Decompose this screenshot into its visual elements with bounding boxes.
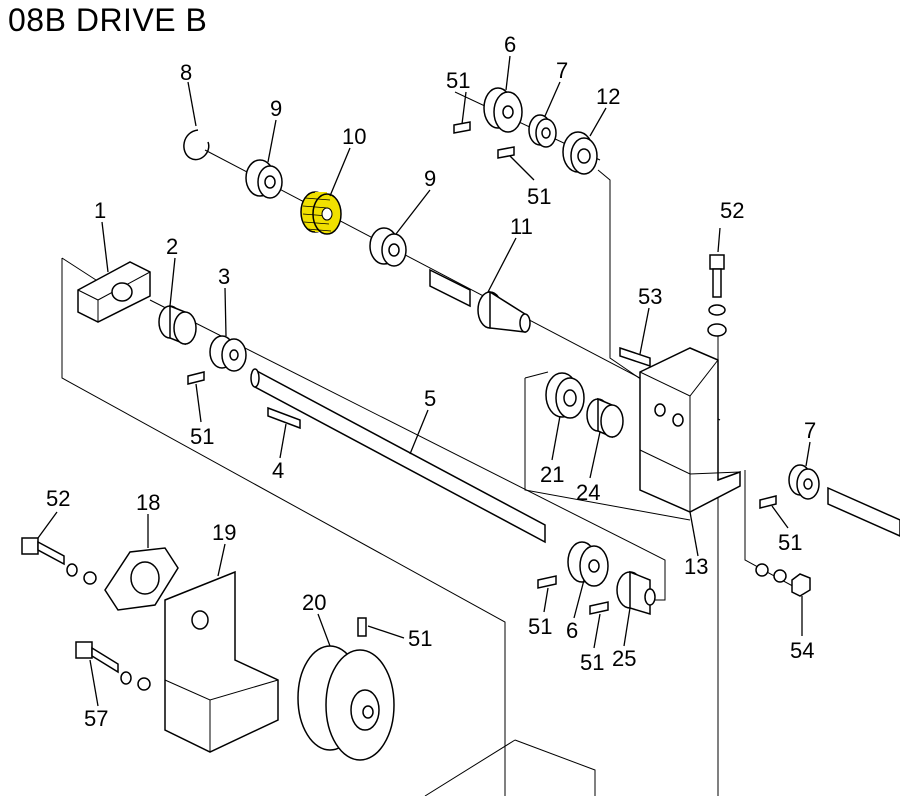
callout-57: 57 xyxy=(84,706,108,731)
shaft-11 xyxy=(429,268,531,333)
bolt-52-left xyxy=(21,537,97,585)
callout-51-pulley: 51 xyxy=(408,626,432,651)
gear-10-highlighted xyxy=(300,191,342,235)
right-frame-outline xyxy=(524,371,691,521)
gear-6-top xyxy=(483,87,523,133)
set-screw-51-top-b xyxy=(497,146,515,159)
callout-2: 2 xyxy=(166,234,178,259)
callout-11: 11 xyxy=(510,214,533,239)
upper-shaft-axis xyxy=(204,149,721,421)
callout-52-top: 52 xyxy=(720,198,744,223)
callout-8: 8 xyxy=(180,60,192,85)
callout-54: 54 xyxy=(790,638,814,663)
callout-3: 3 xyxy=(218,264,230,289)
callout-6-top: 6 xyxy=(504,32,516,57)
gear-6-lower xyxy=(567,541,609,587)
bearing-9-upper xyxy=(245,159,283,199)
set-screw-51-top-a xyxy=(453,121,471,134)
washer-21 xyxy=(545,372,585,419)
flange-18 xyxy=(104,547,179,611)
set-screw-51-right xyxy=(759,495,777,509)
callout-labels: 8 9 10 9 11 1 2 3 51 4 5 51 6 7 12 51 52… xyxy=(46,32,816,731)
pulley-20 xyxy=(297,645,395,761)
callout-4: 4 xyxy=(272,458,284,483)
callout-19: 19 xyxy=(212,520,236,545)
callout-25: 25 xyxy=(612,646,636,671)
set-screw-51-left xyxy=(187,371,205,385)
bottom-box-outline xyxy=(424,739,596,796)
callout-5: 5 xyxy=(424,386,436,411)
callout-51-left: 51 xyxy=(190,424,214,449)
callout-7-right: 7 xyxy=(804,418,816,443)
collar-7-top xyxy=(528,114,557,148)
bracket-19 xyxy=(164,570,279,753)
bracket-1 xyxy=(77,261,151,323)
callout-9-upper: 9 xyxy=(270,96,282,121)
collar-7-right xyxy=(788,464,820,500)
callout-51-right: 51 xyxy=(778,530,802,555)
shaft-5-extension xyxy=(827,486,900,537)
callout-12: 12 xyxy=(596,84,620,109)
bearing-9-lower xyxy=(369,227,407,267)
collar-25 xyxy=(616,570,656,616)
callout-52-left: 52 xyxy=(46,486,70,511)
shaft-5 xyxy=(250,368,546,544)
callout-9-lower: 9 xyxy=(424,166,436,191)
callout-7-top: 7 xyxy=(556,58,568,83)
callout-53: 53 xyxy=(638,284,662,309)
callout-51-lower-b: 51 xyxy=(580,650,604,675)
retaining-ring-8 xyxy=(183,129,210,161)
callout-10: 10 xyxy=(342,124,366,149)
callout-21: 21 xyxy=(540,462,564,487)
callout-18: 18 xyxy=(136,490,160,515)
bolt-52-top xyxy=(707,254,727,337)
bolt-57 xyxy=(75,641,151,691)
set-screw-51-lower-a xyxy=(537,575,557,589)
key-4 xyxy=(267,406,301,430)
collar-3 xyxy=(209,335,247,372)
bushing-24 xyxy=(586,397,624,439)
diagram-title: 08B DRIVE B xyxy=(8,2,208,38)
callout-24: 24 xyxy=(576,480,600,505)
callout-51-top-a: 51 xyxy=(446,68,470,93)
bracket-12-leader xyxy=(597,169,646,383)
bracket-13 xyxy=(639,347,741,513)
leader-lines xyxy=(37,55,811,707)
callout-51-lower-a: 51 xyxy=(528,614,552,639)
nut-54 xyxy=(755,563,811,597)
screw-53 xyxy=(619,346,651,368)
callout-6-lower: 6 xyxy=(566,618,578,643)
callout-51-top-b: 51 xyxy=(527,184,551,209)
callout-20: 20 xyxy=(302,590,326,615)
callout-13: 13 xyxy=(684,554,708,579)
bushing-2 xyxy=(158,304,197,346)
callout-1: 1 xyxy=(94,198,106,223)
set-screw-51-pulley xyxy=(357,617,367,637)
bearing-12 xyxy=(562,131,598,175)
set-screw-51-lower-b xyxy=(589,601,609,615)
